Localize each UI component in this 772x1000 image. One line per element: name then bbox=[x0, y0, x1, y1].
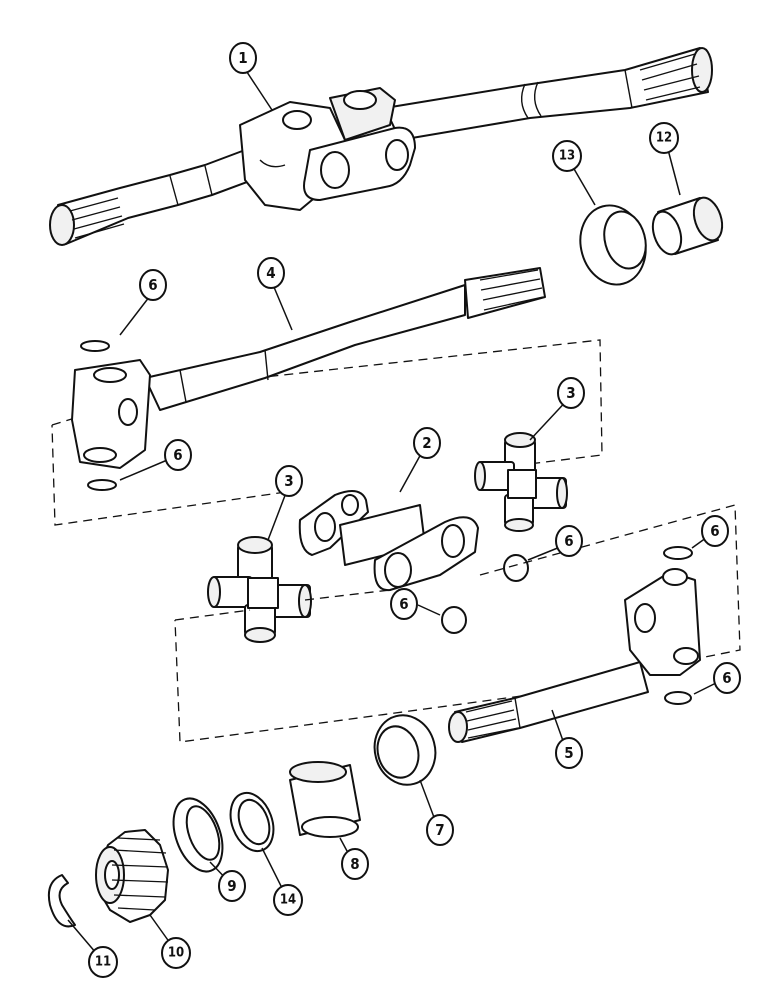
snap-ring bbox=[47, 874, 76, 928]
outer-axle-shaft bbox=[448, 568, 701, 743]
callout-label-4: 4 bbox=[266, 264, 275, 282]
seal bbox=[579, 204, 647, 286]
callout-5: 5 bbox=[555, 737, 583, 769]
callout-10: 10 bbox=[161, 937, 191, 969]
callout-label-6-a: 6 bbox=[148, 276, 157, 294]
callout-4: 4 bbox=[257, 257, 285, 289]
thrust-washer bbox=[229, 791, 275, 853]
callout-14: 14 bbox=[273, 884, 303, 916]
inner-axle-shaft bbox=[71, 267, 546, 469]
callout-label-8: 8 bbox=[350, 855, 359, 873]
callout-3-a: 3 bbox=[275, 465, 303, 497]
oil-seal bbox=[373, 714, 437, 786]
callout-3-b: 3 bbox=[557, 377, 585, 409]
callout-label-3-a: 3 bbox=[284, 472, 293, 490]
callout-label-13: 13 bbox=[559, 149, 575, 164]
callout-label-5: 5 bbox=[564, 744, 573, 762]
callout-label-6-c: 6 bbox=[399, 595, 408, 613]
callout-label-6-e: 6 bbox=[710, 522, 719, 540]
callout-label-6-d: 6 bbox=[564, 532, 573, 550]
cross-spider-right bbox=[474, 432, 568, 532]
inner-shaft-splines bbox=[479, 269, 544, 311]
callout-1: 1 bbox=[229, 42, 257, 74]
callout-2: 2 bbox=[413, 427, 441, 459]
callout-6-c: 6 bbox=[390, 588, 418, 620]
callout-7: 7 bbox=[426, 814, 454, 846]
axle-shaft-assembly bbox=[49, 47, 713, 246]
sleeve-bushing bbox=[289, 761, 361, 838]
spacer-ring bbox=[172, 797, 224, 873]
callout-9: 9 bbox=[218, 870, 246, 902]
callout-label-12: 12 bbox=[656, 131, 672, 146]
callout-6-e: 6 bbox=[701, 515, 729, 547]
callout-label-6-b: 6 bbox=[173, 446, 182, 464]
retaining-rings bbox=[80, 340, 693, 705]
callout-6-d: 6 bbox=[555, 525, 583, 557]
bushing bbox=[651, 196, 724, 256]
cross-spider-left bbox=[207, 536, 312, 643]
callout-13: 13 bbox=[552, 140, 582, 172]
callout-label-3-b: 3 bbox=[566, 384, 575, 402]
right-shaft-splines bbox=[639, 53, 701, 101]
callout-8: 8 bbox=[341, 848, 369, 880]
callout-label-7: 7 bbox=[435, 821, 444, 839]
callout-label-11: 11 bbox=[95, 955, 111, 970]
callout-label-2: 2 bbox=[422, 434, 431, 452]
callout-label-14: 14 bbox=[280, 893, 296, 908]
outer-shaft-dashed-frame bbox=[174, 504, 741, 743]
callout-11: 11 bbox=[88, 946, 118, 978]
callout-label-10: 10 bbox=[168, 946, 184, 961]
callout-6-a: 6 bbox=[139, 269, 167, 301]
callout-6-f: 6 bbox=[713, 662, 741, 694]
outer-shaft-splines bbox=[465, 700, 519, 739]
center-yoke bbox=[298, 490, 479, 592]
callout-12: 12 bbox=[649, 122, 679, 154]
callout-label-9: 9 bbox=[227, 877, 236, 895]
callout-label-1: 1 bbox=[238, 49, 247, 67]
spur-gear bbox=[95, 829, 169, 923]
left-shaft-splines bbox=[69, 197, 125, 239]
callout-6-b: 6 bbox=[164, 439, 192, 471]
callout-label-6-f: 6 bbox=[722, 669, 731, 687]
